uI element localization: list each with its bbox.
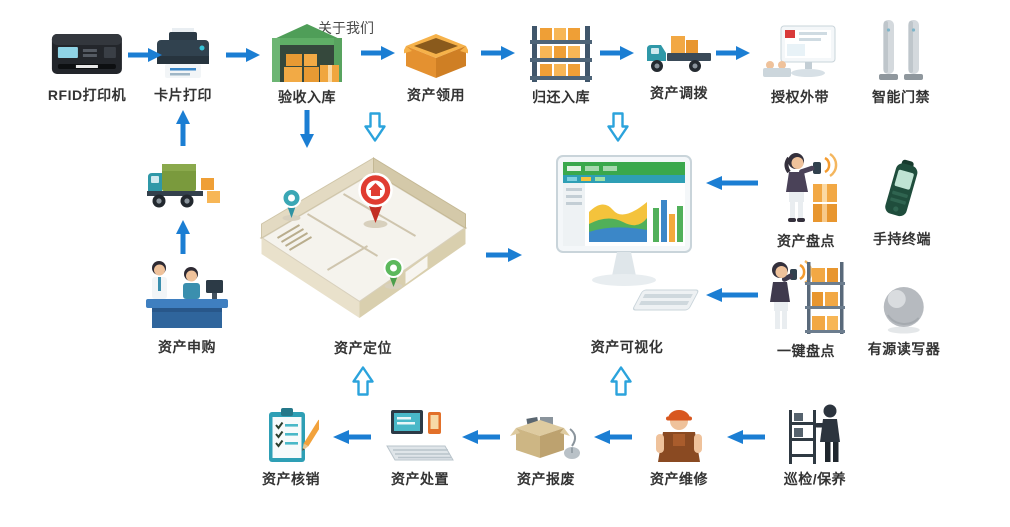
arrow-positioning-to-visualization xyxy=(486,248,522,262)
delivery-truck-icon xyxy=(145,158,221,214)
inspection-person-icon xyxy=(783,400,847,464)
node-write-off: 资产核销 xyxy=(262,406,320,489)
card-printer-icon xyxy=(153,28,213,80)
node-label: 资产可视化 xyxy=(590,339,664,355)
purchase-desk-icon xyxy=(144,252,230,332)
node-shelf-rack: 归还入库 xyxy=(528,24,594,107)
node-open-box: 资产领用 xyxy=(404,32,468,105)
arrow-transfer-to-takeout xyxy=(716,46,750,60)
node-handheld-terminal: 手持终端 xyxy=(873,158,931,249)
node-label: 资产领用 xyxy=(407,87,465,103)
repair-worker-icon xyxy=(651,404,707,464)
node-disposal: 资产处置 xyxy=(385,408,455,489)
node-label: 资产报废 xyxy=(517,471,575,487)
monitor-auth-icon xyxy=(761,24,839,82)
inventory-person-icon xyxy=(769,148,843,226)
node-label: 手持终端 xyxy=(873,231,931,247)
node-label: 智能门禁 xyxy=(872,89,930,105)
node-warehouse-inbound: 验收入库 xyxy=(268,20,346,107)
node-label: 一键盘点 xyxy=(777,343,835,359)
node-purchase-desk: 资产申购 xyxy=(144,252,230,357)
node-label: 资产调拨 xyxy=(650,85,708,101)
node-card-printer: 卡片打印 xyxy=(153,28,213,105)
hollow-arrow-up-to-positioning xyxy=(352,366,374,396)
scrap-box-icon xyxy=(510,410,582,464)
node-delivery-truck xyxy=(145,158,221,214)
shelf-rack-icon xyxy=(528,24,594,82)
active-reader-sphere-icon xyxy=(880,284,928,334)
node-label: 有源读写器 xyxy=(867,341,941,357)
node-truck-boxes: 资产调拨 xyxy=(645,34,713,103)
node-label: 巡检/保养 xyxy=(783,471,847,487)
node-label: 授权外带 xyxy=(771,89,829,105)
node-label: 资产处置 xyxy=(391,471,449,487)
arrow-inspection-to-repair xyxy=(727,430,765,444)
arrow-cardprint-to-inbound xyxy=(226,48,260,62)
node-monitor-auth: 授权外带 xyxy=(761,24,839,107)
node-label: 资产维修 xyxy=(650,471,708,487)
about-us-link[interactable]: 关于我们 xyxy=(318,20,374,36)
arrow-rfid-to-cardprint xyxy=(128,48,162,62)
node-label: 资产核销 xyxy=(262,471,320,487)
arrow-disposal-to-writeoff xyxy=(333,430,371,444)
node-repair: 资产维修 xyxy=(650,404,708,489)
node-asset-visualization: 资产可视化 xyxy=(551,152,703,357)
warehouse-inbound-icon xyxy=(268,20,346,82)
handheld-terminal-icon xyxy=(876,158,928,224)
arrow-truck-to-cardprint-up xyxy=(176,110,190,146)
arrow-repair-to-scrap xyxy=(594,430,632,444)
warehouse-map-icon xyxy=(256,150,471,333)
node-rfid-printer: RFID打印机 xyxy=(48,26,126,105)
hollow-arrow-down-to-positioning xyxy=(364,112,386,142)
node-label: 验收入库 xyxy=(278,89,336,105)
access-gate-icon xyxy=(875,18,927,82)
node-inspection: 巡检/保养 xyxy=(783,400,847,489)
arrow-inventory-to-visualization xyxy=(706,176,758,190)
hollow-arrow-down-to-visualization xyxy=(607,112,629,142)
rfid-printer-icon xyxy=(50,26,124,80)
write-off-clipboard-icon xyxy=(263,406,319,464)
node-label: 资产申购 xyxy=(158,339,216,355)
one-key-inventory-icon xyxy=(767,256,845,336)
node-label: 卡片打印 xyxy=(154,87,212,103)
hollow-arrow-up-to-visualization xyxy=(610,366,632,396)
node-access-gate: 智能门禁 xyxy=(872,18,930,107)
node-label: RFID打印机 xyxy=(47,87,127,103)
node-label: 资产盘点 xyxy=(777,233,835,249)
truck-boxes-icon xyxy=(645,34,713,78)
dashboard-monitor-icon xyxy=(551,152,703,332)
node-active-reader: 有源读写器 xyxy=(868,284,941,359)
disposal-devices-icon xyxy=(385,408,455,464)
node-label: 归还入库 xyxy=(532,89,590,105)
node-asset-positioning: 资产定位 xyxy=(256,150,471,358)
arrow-return-to-transfer xyxy=(600,46,634,60)
arrow-requisition-to-return xyxy=(481,46,515,60)
arrow-onekey-to-visualization xyxy=(706,288,758,302)
open-box-icon xyxy=(404,32,468,80)
node-label: 资产定位 xyxy=(334,340,392,356)
node-inventory-person: 资产盘点 xyxy=(769,148,843,251)
arrow-inbound-to-positioning-down xyxy=(300,110,314,148)
node-scrap: 资产报废 xyxy=(510,410,582,489)
arrow-scrap-to-disposal xyxy=(462,430,500,444)
arrow-purchase-to-truck-up xyxy=(176,220,190,254)
arrow-inbound-to-requisition xyxy=(361,46,395,60)
node-one-key-inventory: 一键盘点 xyxy=(767,256,845,361)
